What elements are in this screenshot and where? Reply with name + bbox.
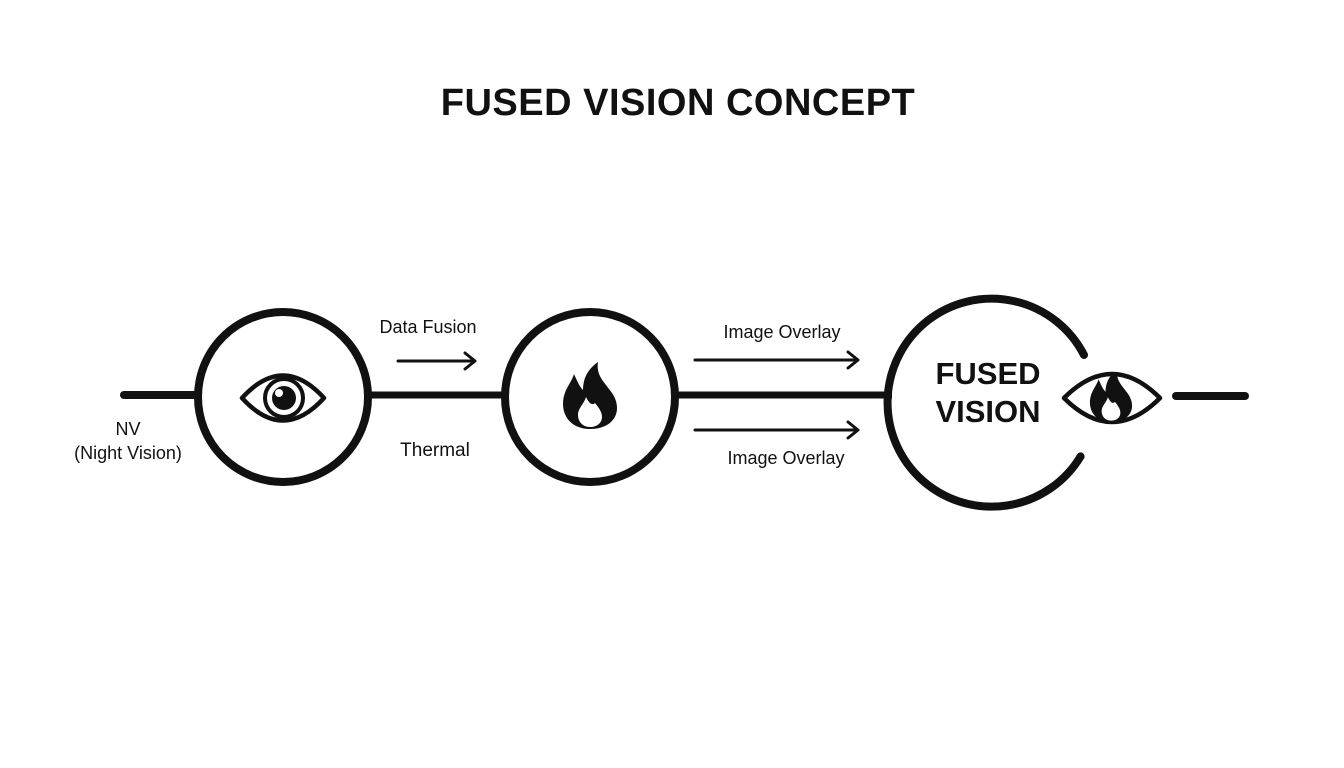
thermal-label: Thermal — [400, 440, 470, 461]
fused-label-line1: FUSED — [935, 356, 1041, 391]
nv-label: NV (Night Vision) — [74, 417, 182, 465]
data-fusion-arrow — [396, 351, 477, 371]
page-title: FUSED VISION CONCEPT — [440, 82, 916, 124]
overlay-label-bottom: Image Overlay — [727, 448, 845, 468]
fused-vision-label: FUSED VISION — [935, 355, 1040, 431]
flame-icon — [563, 362, 617, 429]
overlay-label-top: Image Overlay — [723, 322, 841, 342]
eye-flame-icon — [1061, 371, 1163, 425]
fused-node-arc — [883, 294, 1088, 511]
nv-label-line2: (Night Vision) — [74, 443, 182, 463]
data-fusion-label: Data Fusion — [379, 317, 477, 337]
fused-label-line2: VISION — [935, 394, 1041, 429]
nv-label-line1: NV — [115, 419, 141, 439]
overlay-arrow-bottom — [693, 420, 860, 440]
overlay-arrow-top — [693, 350, 860, 370]
eye-icon — [239, 373, 327, 423]
